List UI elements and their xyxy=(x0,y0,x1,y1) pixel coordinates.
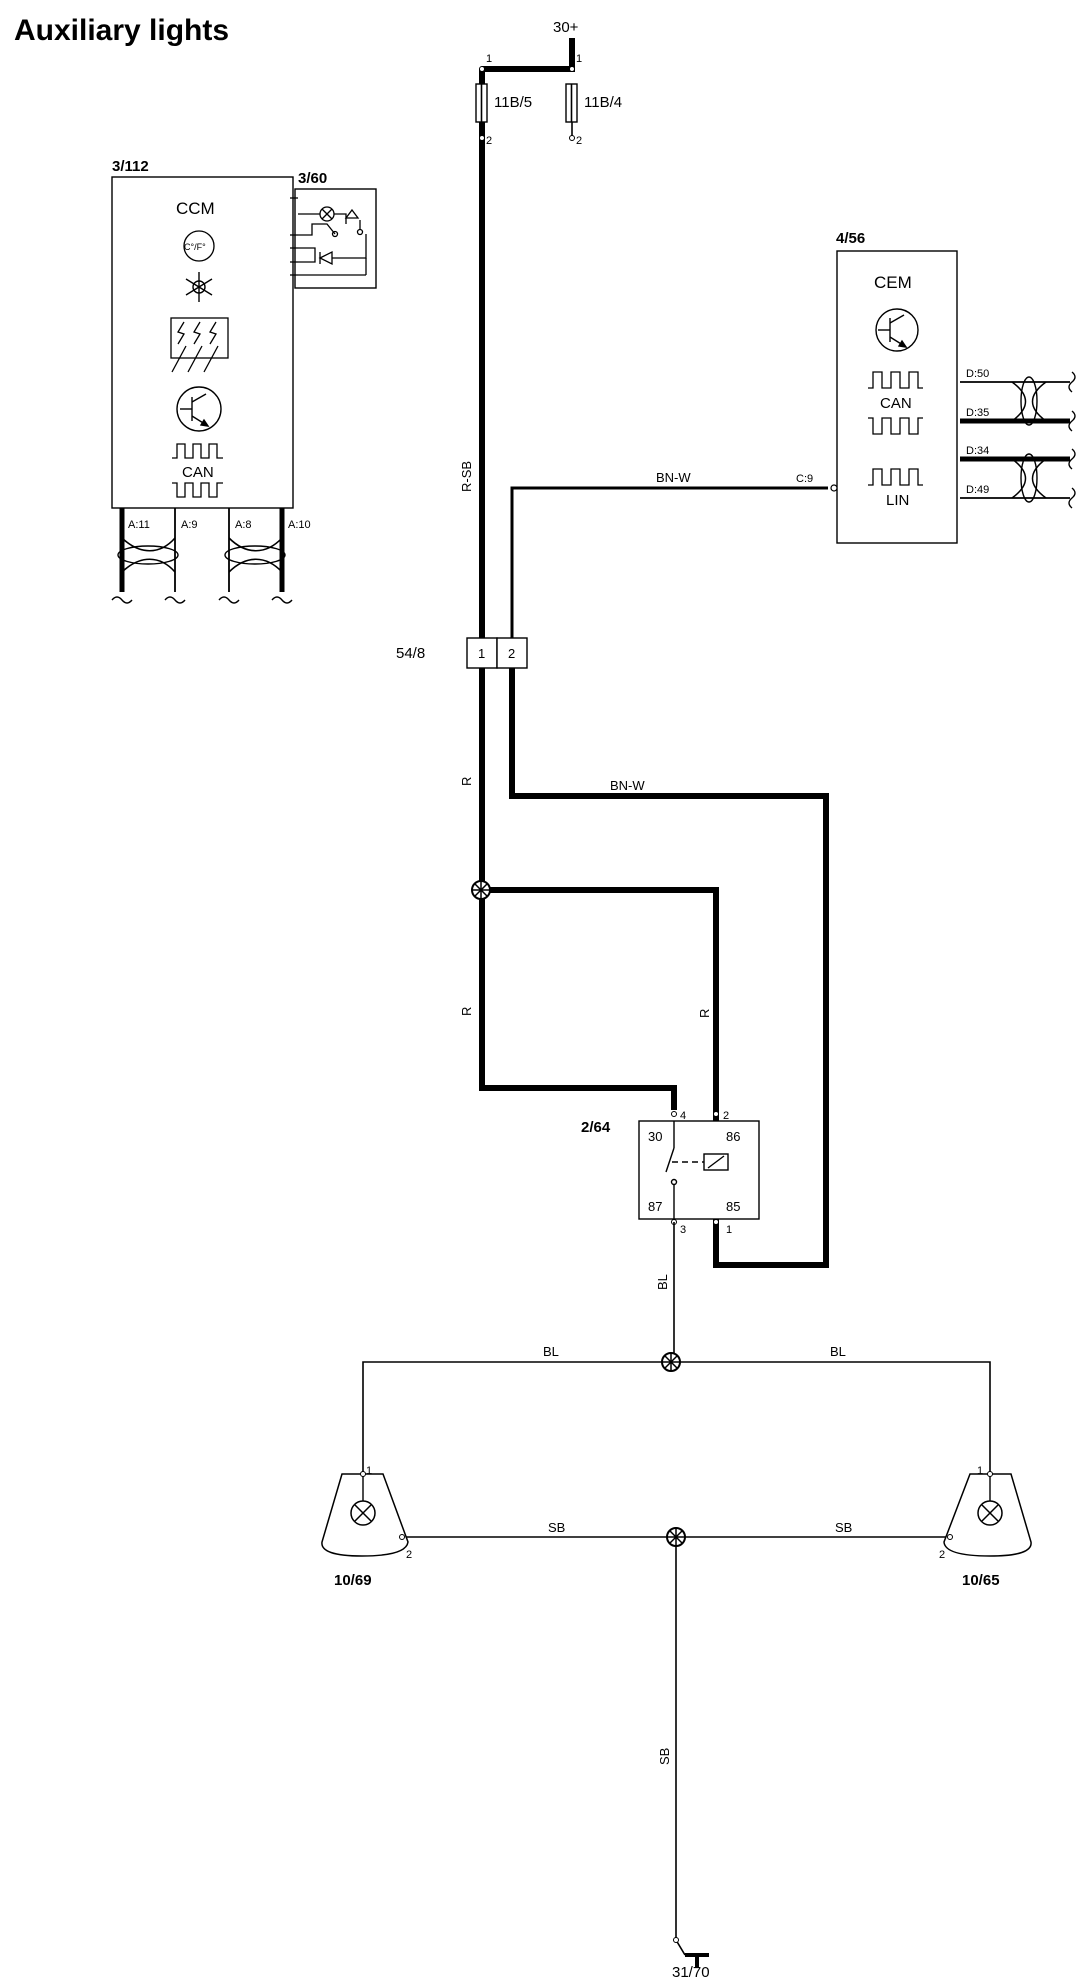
wire-label-bl-left: BL xyxy=(543,1344,559,1359)
cem-pin-d50: D:50 xyxy=(966,368,989,380)
cem-can-label: CAN xyxy=(880,395,912,412)
ccm-pin-a8: A:8 xyxy=(235,519,252,531)
connector-label: 54/8 xyxy=(396,645,425,662)
wire-label-bn-w-upper: BN-W xyxy=(656,470,691,485)
connector-54-8: 1 2 54/8 xyxy=(396,637,528,669)
fuse-left-pin-top: 1 xyxy=(486,53,492,65)
cem-id: 4/56 xyxy=(836,230,865,247)
page-title: Auxiliary lights xyxy=(14,14,229,47)
relay-2-64: 2/64 4 2 3 1 30 86 87 85 xyxy=(581,1110,760,1236)
can-waveform-icon xyxy=(172,443,223,498)
wire-label-bl-feed: BL xyxy=(655,1274,670,1290)
relay-box xyxy=(638,1120,760,1220)
temp-symbol: C°/F° xyxy=(184,242,206,252)
ccm-module: 3/112 CCM C°/F° xyxy=(111,158,311,604)
wire-label-r-right: R xyxy=(697,1009,712,1018)
wire-label-sb-left: SB xyxy=(548,1520,565,1535)
lamp-wiring: BL BL BL xyxy=(362,1222,991,1472)
supply-label: 30+ xyxy=(553,19,579,36)
transistor-icon xyxy=(176,386,222,432)
lamp-10-65: 1 2 10/65 xyxy=(939,1465,1032,1589)
cem-pin-d35: D:35 xyxy=(966,407,989,419)
terminal-markers xyxy=(479,66,575,141)
fuse-11b4-label: 11B/4 xyxy=(584,94,622,111)
relay-terminal-86: 86 xyxy=(726,1129,740,1144)
cem-lin-waveform-icon xyxy=(868,468,923,486)
lamp-left-label: 10/69 xyxy=(334,1572,372,1589)
splice-sb xyxy=(666,1527,686,1547)
lamp-left-pin-2: 2 xyxy=(406,1549,412,1561)
fuse-11b4-pin-bottom: 2 xyxy=(576,135,582,147)
main-wiring: R-SB BN-W BN-W R R R xyxy=(459,122,829,1268)
ground-label: 31/70 xyxy=(672,1964,710,1980)
wire-label-r-sb: R-SB xyxy=(459,461,474,492)
lamp-right-label: 10/65 xyxy=(962,1572,1000,1589)
relay-id: 2/64 xyxy=(581,1119,611,1136)
wire-label-sb-ground: SB xyxy=(657,1748,672,1765)
wire-label-bl-right: BL xyxy=(830,1344,846,1359)
wire-sb-ground xyxy=(675,1537,686,1956)
splice-r xyxy=(471,880,491,900)
relay-terminal-30: 30 xyxy=(648,1129,662,1144)
cem-lin-label: LIN xyxy=(886,492,909,509)
ground-point-31-70: 31/70 xyxy=(672,1937,710,1980)
ccm-pin-a11: A:11 xyxy=(128,519,150,531)
ccm-name: CCM xyxy=(176,199,215,218)
wire-r-left xyxy=(479,890,677,1110)
lamp-right-pin-1: 1 xyxy=(977,1465,983,1477)
wire-bn-w-upper xyxy=(510,486,828,640)
lamp-10-69: 1 2 10/69 xyxy=(321,1465,412,1589)
relay-pin-3: 3 xyxy=(680,1224,686,1236)
relay-pin-4: 4 xyxy=(680,1110,686,1122)
relay-terminal-87: 87 xyxy=(648,1199,662,1214)
fuse-11b5-pin-bottom: 2 xyxy=(486,135,492,147)
switch-panel-3-60: 3/60 xyxy=(290,170,377,289)
ccm-box xyxy=(111,176,294,509)
cem-bus-wires xyxy=(960,371,1076,509)
wire-label-r-left: R xyxy=(459,1007,474,1016)
ccm-pin-a9: A:9 xyxy=(181,519,198,531)
wire-bl-lamps xyxy=(362,1361,991,1472)
cem-can-waveform-icon xyxy=(868,371,923,435)
ccm-pin-a10: A:10 xyxy=(288,519,311,531)
connector-pin-1: 1 xyxy=(478,646,485,661)
cem-pin-d49: D:49 xyxy=(966,484,989,496)
power-supply: 30+ 1 1 xyxy=(482,19,582,72)
wire-label-bn-w-lower: BN-W xyxy=(610,778,645,793)
snowflake-icon xyxy=(185,272,213,302)
wire-label-r-connector: R xyxy=(459,777,474,786)
cem-module: 4/56 CEM CAN LIN C:9 D:50 D:35 D:34 D:49 xyxy=(796,230,1076,544)
cem-pin-d34: D:34 xyxy=(966,445,989,457)
ground-wiring: SB SB SB xyxy=(403,1520,946,1956)
lamp-left-pin-1: 1 xyxy=(366,1465,372,1477)
cem-transistor-icon xyxy=(875,308,919,352)
lamp-right-pin-2: 2 xyxy=(939,1549,945,1561)
cem-name: CEM xyxy=(874,273,912,292)
cem-input-pin: C:9 xyxy=(796,473,813,485)
heater-icon xyxy=(170,317,229,373)
thermometer-icon xyxy=(183,230,215,262)
cem-box xyxy=(836,250,958,544)
wire-bn-w-lower xyxy=(509,668,829,1268)
relay-pin-1: 1 xyxy=(726,1224,732,1236)
switch-panel-id: 3/60 xyxy=(298,170,327,187)
wire-label-sb-right: SB xyxy=(835,1520,852,1535)
connector-pin-2: 2 xyxy=(508,646,515,661)
ccm-bus-wires xyxy=(111,508,293,604)
fuse-11b5-label: 11B/5 xyxy=(494,94,532,111)
splice-bl xyxy=(661,1352,681,1372)
fuse-right-pin-top: 1 xyxy=(576,53,582,65)
ccm-id: 3/112 xyxy=(112,158,149,175)
ccm-can-label: CAN xyxy=(182,464,214,481)
relay-terminal-85: 85 xyxy=(726,1199,740,1214)
wire-r-right xyxy=(482,887,719,1110)
relay-pin-2: 2 xyxy=(723,1110,729,1122)
